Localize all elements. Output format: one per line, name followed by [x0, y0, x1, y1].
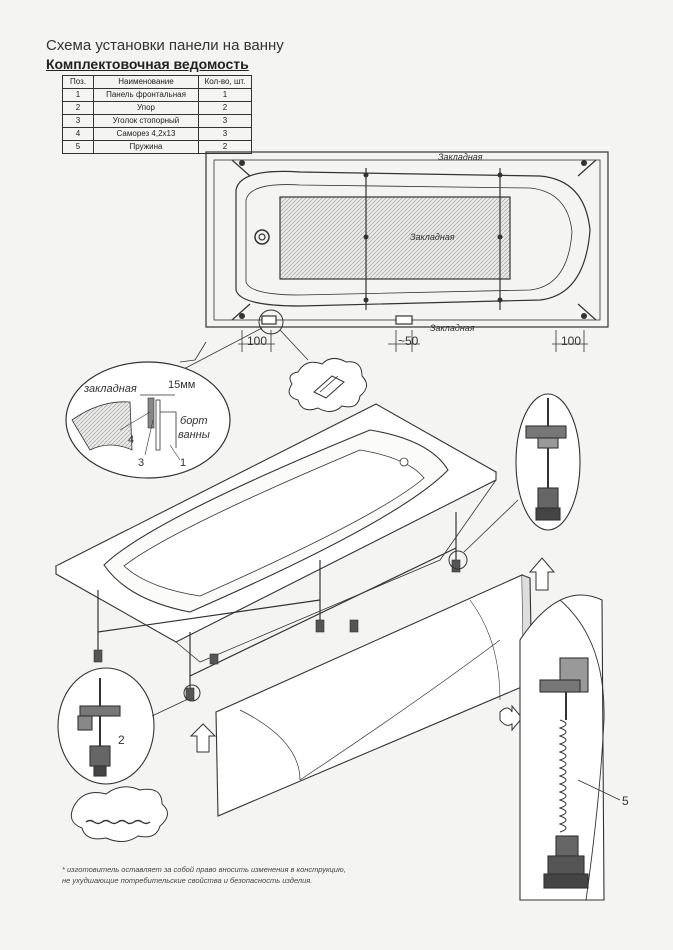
bath-outer-frame — [205, 151, 609, 328]
bath-legs — [97, 512, 457, 690]
right-arrow-icon — [499, 704, 523, 732]
detail-label-vanny: ванны — [178, 429, 210, 441]
bolt-markers — [239, 160, 587, 319]
page-title: Схема установки панели на ванну — [46, 37, 284, 54]
drain-icon — [254, 229, 270, 245]
bath-basin — [245, 184, 573, 296]
detail-number-3: 3 — [138, 457, 144, 469]
spring-cloud — [70, 786, 168, 842]
bath-center-panel — [279, 196, 511, 280]
dimension-lines — [238, 330, 588, 352]
stop-bracket-left — [261, 315, 277, 325]
detail-number-4: 4 — [128, 434, 134, 446]
callout-number-5: 5 — [622, 794, 629, 808]
spring-coil — [558, 719, 567, 833]
front-panel — [215, 574, 533, 817]
leg-feet — [93, 559, 461, 701]
up-arrow-icon — [189, 723, 217, 753]
note-line-1: * изготовитель оставляет за собой право … — [62, 865, 346, 874]
drain-inner-icon — [258, 233, 266, 241]
stop-bracket-mid — [395, 315, 413, 325]
note-line-2: не ухудшающие потребительские свойства и… — [62, 876, 313, 885]
arrows — [189, 557, 556, 753]
callout-number-2: 2 — [118, 733, 125, 747]
bracket-cloud — [288, 358, 367, 412]
detail-number-1: 1 — [180, 457, 186, 469]
bath-basin-bottom — [123, 449, 425, 597]
top-label-zakladnaya: Закладная — [438, 152, 483, 162]
table-row: 5 Пружина 2 — [62, 140, 252, 154]
magnifier-stop — [57, 667, 187, 785]
spring-detail — [519, 594, 621, 901]
leg-circle-marker-right — [448, 550, 468, 570]
detail-label-bort: борт — [180, 415, 208, 427]
manufacturer-note: * изготовитель оставляет за собой право … — [62, 864, 346, 886]
corner-brace-tr — [577, 159, 597, 177]
overflow-icon — [399, 457, 409, 467]
magnifier-leg — [463, 393, 581, 553]
parts-table: Поз. Наименование Кол-во, шт. 1 Панель ф… — [62, 75, 252, 154]
leader-lines — [177, 327, 309, 373]
detail-label-zakladnaya: закладная — [83, 383, 137, 395]
bath-perspective — [54, 403, 498, 702]
table-row: 2 Упор 2 — [62, 101, 252, 115]
table-header-row: Поз. Наименование Кол-во, шт. — [62, 75, 252, 89]
dim-right: 100 — [561, 334, 581, 348]
corner-brace-tl — [231, 159, 251, 177]
top-view — [179, 151, 609, 363]
detail-magnifier — [65, 361, 231, 479]
detail-label-15mm: 15мм — [168, 379, 195, 391]
leg-circle-marker — [183, 684, 201, 702]
table-cell: 2 — [198, 140, 252, 154]
page-subtitle: Комплектовочная ведомость — [46, 56, 249, 72]
corner-brace-br — [577, 303, 597, 321]
bottom-label-zakladnaya: Закладная — [430, 323, 475, 333]
corner-brace-bl — [231, 303, 251, 321]
center-label-zakladnaya: Закладная — [410, 232, 455, 242]
dim-mid: ~50 — [398, 334, 419, 348]
up-arrow-right-icon — [528, 557, 556, 591]
dim-left: 100 — [247, 334, 267, 348]
bath-rim — [235, 170, 591, 307]
